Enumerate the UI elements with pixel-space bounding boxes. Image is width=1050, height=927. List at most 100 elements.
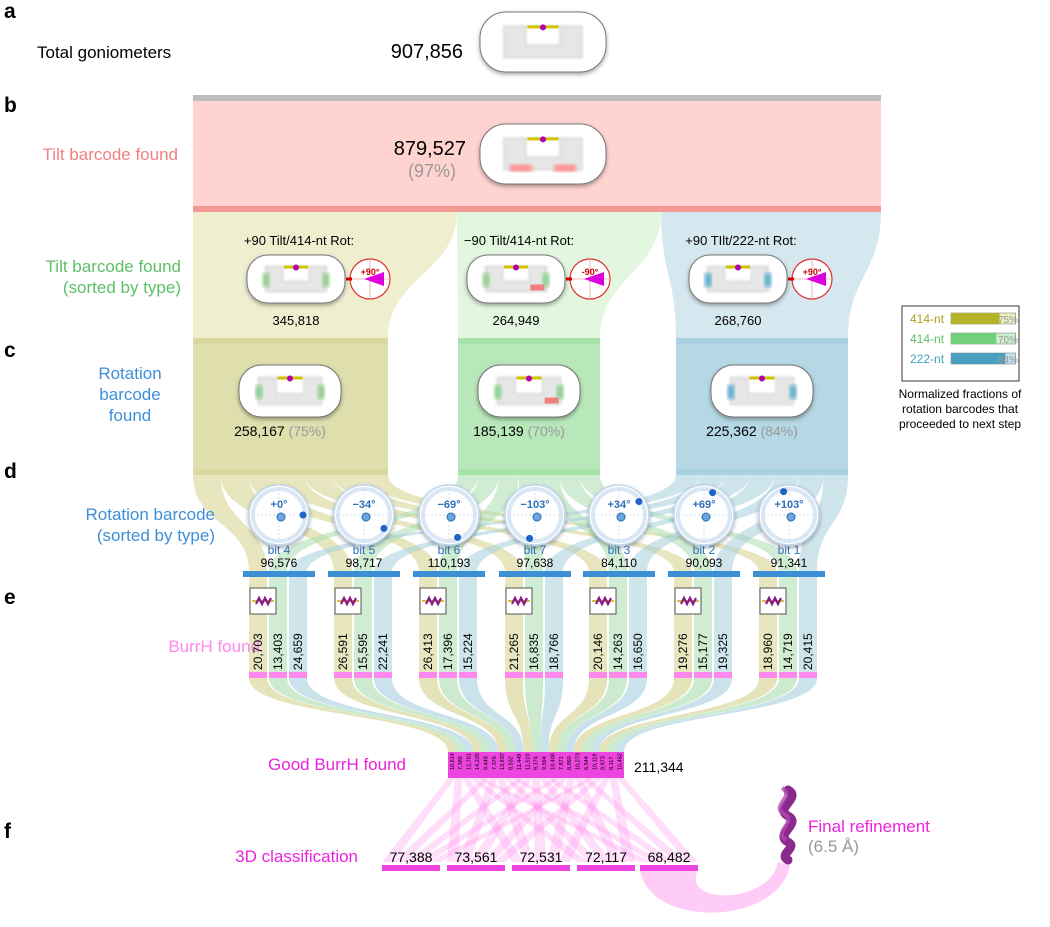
burrh-bar-1-1 [249,672,267,678]
good-burrh-subcount-7: 13,937 [500,753,506,770]
burrh-count-2-2: 15,595 [356,633,370,670]
burrh-bar-3-3 [459,672,477,678]
rotation-card-1 [238,364,342,418]
bit-name-1: bit 4 [268,543,291,557]
ribbon-bit7-burrh3 [799,577,817,673]
burrh-count-2-3: 22,241 [376,633,390,670]
bit-dial-marker-3 [454,533,462,541]
panel-d-label: d [4,460,17,483]
rotation-sorted-sublabel: (sorted by type) [97,526,215,545]
bit-dial-marker-5 [635,498,643,506]
tilt-group-card-3-particle [735,264,741,271]
rotation-pct-3: (84%) [761,423,798,439]
tilt-goniometer-card-frame [479,123,607,185]
legend-pct-1: 75% [998,315,1018,326]
panel-b-label: b [4,94,17,117]
ribbon-burrh-21-good [615,678,817,752]
good-burrh-subcount-3: 12,761 [467,753,473,770]
ribbon-burrh-13-good [548,678,607,752]
ribbon-good-class-1-4 [469,778,589,862]
goniometer-cards: +90 Tilt/414-nt Rot:+90°345,818−90 Tilt/… [234,11,833,439]
ribbon-good-class-5-1 [428,778,596,862]
bit-bar-3 [413,571,485,577]
class-bar-1 [382,865,440,871]
tilt-sorted-bar-3 [676,338,848,344]
bit-angle-1: +0° [271,499,288,511]
legend-bar-fill-2 [951,333,997,344]
tilt-sorted-sublabel: (sorted by type) [63,278,181,297]
tilt-goniometer-card-tilt-bar-right [554,164,577,172]
burrh-count-6-1: 19,276 [676,633,690,670]
rotation-count-1: 258,167 (75%) [234,423,326,439]
burrh-bar-4-1 [505,672,523,678]
burrh-icon-protein-1 [255,595,272,607]
tilt-group-card-3 [688,254,788,304]
tilt-group-title-3: +90 TIlt/222-nt Rot: [685,233,796,248]
good-burrh-subcount-1: 10,614 [450,753,456,770]
ribbon-burrh-12-good [540,678,563,752]
ribbon-good-class-1-3 [462,778,524,862]
tilt-group-card-1 [246,254,346,304]
bit-dial-marker-7 [780,488,788,496]
rotation-bits: +0°bit 496,576−34°bit 598,717−69°bit 611… [243,484,825,577]
tilt-dial-angle-1: +90° [361,267,380,277]
rotation-count-3: 225,362 (84%) [706,423,798,439]
ribbon-bit3-burrh3 [459,577,477,673]
tilt-group-card-2-barcode-right [542,273,550,287]
burrh-count-1-1: 20,703 [251,633,265,670]
ribbon-good-class-5-3 [558,778,610,862]
bit-name-4: bit 7 [524,543,547,557]
burrh-count-6-3: 19,325 [716,633,730,670]
rotation-count-value-2: 185,139 [473,423,528,439]
rotation-label-1: Rotation [98,364,161,383]
burrh-count-2-1: 26,591 [336,633,350,670]
rotation-card-2-particle [526,375,532,382]
class-count-3: 72,531 [520,849,563,865]
good-burrh-subcount-13: 10,408 [550,753,556,770]
rotation-card-1-frame [238,364,342,418]
tilt-group-card-1-barcode-left [262,273,270,287]
bit-bar-5 [583,571,655,577]
tilt-group-card-1-particle [293,264,299,271]
class-bar-5 [640,865,698,871]
burrh-count-5-1: 20,146 [591,633,605,670]
total-goniometer-card-frame [479,11,607,73]
bit-bar-4 [499,571,571,577]
tilt-top-bar [193,95,881,101]
good-burrh-subcount-10: 11,510 [525,754,531,770]
good-burrh-subcount-9: 11,449 [517,754,523,770]
ribbon-rot1-bit7 [360,475,777,572]
bit-angle-3: −69° [437,499,460,511]
burrh-label: BurrH found [168,637,260,656]
burrh-count-7-1: 18,960 [761,633,775,670]
legend-caption-3: proceeded to next step [899,417,1021,431]
ribbon-good-class-1-5 [476,778,652,862]
good-burrh-subcount-11: 9,174 [534,756,540,770]
tilt-found-bar [193,206,881,212]
bit-dial-marker-6 [709,489,717,497]
tilt-group-card-2 [466,254,566,304]
ribbon-burrh-6-good [374,678,499,752]
bit-dial-center-5 [616,512,626,522]
rotation-label-3: found [109,406,152,425]
burrh-bar-4-3 [545,672,563,678]
tilt-goniometer-card-tilt-bar-left [509,164,532,172]
rotation-pct-1: (75%) [289,423,326,439]
tilt-dial-angle-3: +90° [803,267,822,277]
ribbon-good-class-2-4 [504,778,601,862]
burrh-count-7-2: 14,719 [781,633,795,670]
tilt-group-title-2: −90 Tilt/414-nt Rot: [464,233,574,248]
ribbon-good-class-1-2 [447,778,463,862]
class-bar-2 [447,865,505,871]
ribbon-rot3-bit4 [545,475,775,572]
tilt-group-title-1: +90 Tilt/414-nt Rot: [244,233,354,248]
bit-dial-center-6 [701,512,711,522]
ribbon-bit4-burrh3 [545,577,563,673]
bit-count-6: 90,093 [686,556,723,570]
legend-pct-3: 84% [998,355,1018,366]
ribbon-burrh-3-good [289,678,474,752]
ribbon-good-class-4-5 [581,778,687,862]
